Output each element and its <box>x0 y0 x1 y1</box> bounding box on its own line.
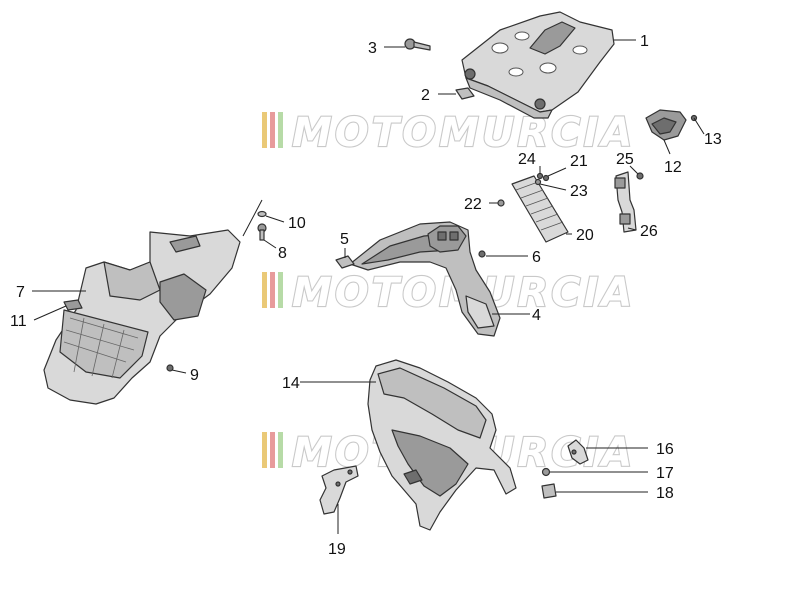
callout-17: 17 <box>656 465 674 482</box>
part-6-screw <box>478 250 486 258</box>
part-19-bracket <box>319 465 359 515</box>
callout-2: 2 <box>421 87 430 104</box>
callout-12: 12 <box>664 159 682 176</box>
callout-21: 21 <box>570 153 588 170</box>
callout-23: 23 <box>570 183 588 200</box>
callout-16: 16 <box>656 441 674 458</box>
part-8-screw <box>257 223 267 241</box>
part-7-body-tray <box>43 229 241 405</box>
part-20-grille <box>511 175 569 243</box>
callout-labels: 1 2 3 4 5 6 7 8 9 10 11 12 13 14 16 17 1… <box>10 33 722 558</box>
part-16-plate <box>567 439 589 465</box>
part-12-light-holder <box>645 109 687 141</box>
callout-25: 25 <box>616 151 634 168</box>
part-24-screw <box>536 172 544 180</box>
callout-20: 20 <box>576 227 594 244</box>
callout-9: 9 <box>190 367 199 384</box>
leader-lines <box>32 39 705 534</box>
part-11-clip <box>63 299 83 311</box>
part-4-rear-support <box>349 221 501 337</box>
part-14-mudguard <box>367 359 517 531</box>
callout-8: 8 <box>278 245 287 262</box>
part-10-washer <box>257 210 267 218</box>
watermark-middle: MOTOMURCIA <box>262 269 633 317</box>
part-26-bracket <box>614 171 637 233</box>
callout-4: 4 <box>532 307 541 324</box>
callout-5: 5 <box>340 231 349 248</box>
watermark-top: MOTOMURCIA <box>262 109 635 157</box>
callout-6: 6 <box>532 249 541 266</box>
part-17-nut <box>541 467 551 477</box>
callout-7: 7 <box>16 284 25 301</box>
callout-26: 26 <box>640 223 658 240</box>
callout-11: 11 <box>10 313 27 330</box>
callout-22: 22 <box>464 196 482 213</box>
part-2-clip <box>455 87 475 100</box>
callout-18: 18 <box>656 485 674 502</box>
callout-24: 24 <box>518 151 536 168</box>
callout-10: 10 <box>288 215 306 232</box>
callout-14: 14 <box>282 375 300 392</box>
callout-19: 19 <box>328 541 346 558</box>
part-3-screw <box>404 38 431 51</box>
part-5-clip <box>335 255 355 269</box>
watermark-text: MOTOMURCIA <box>292 110 635 156</box>
callout-3: 3 <box>368 40 377 57</box>
part-18-clip <box>541 483 557 499</box>
part-22-nut <box>497 199 505 207</box>
callout-13: 13 <box>704 131 722 148</box>
part-21-screw <box>542 174 550 182</box>
part-1-rear-cover <box>461 11 615 119</box>
callout-1: 1 <box>640 33 649 50</box>
part-9-screw <box>166 364 174 372</box>
part-25-screw <box>636 172 644 180</box>
part-23-washer <box>534 178 542 186</box>
